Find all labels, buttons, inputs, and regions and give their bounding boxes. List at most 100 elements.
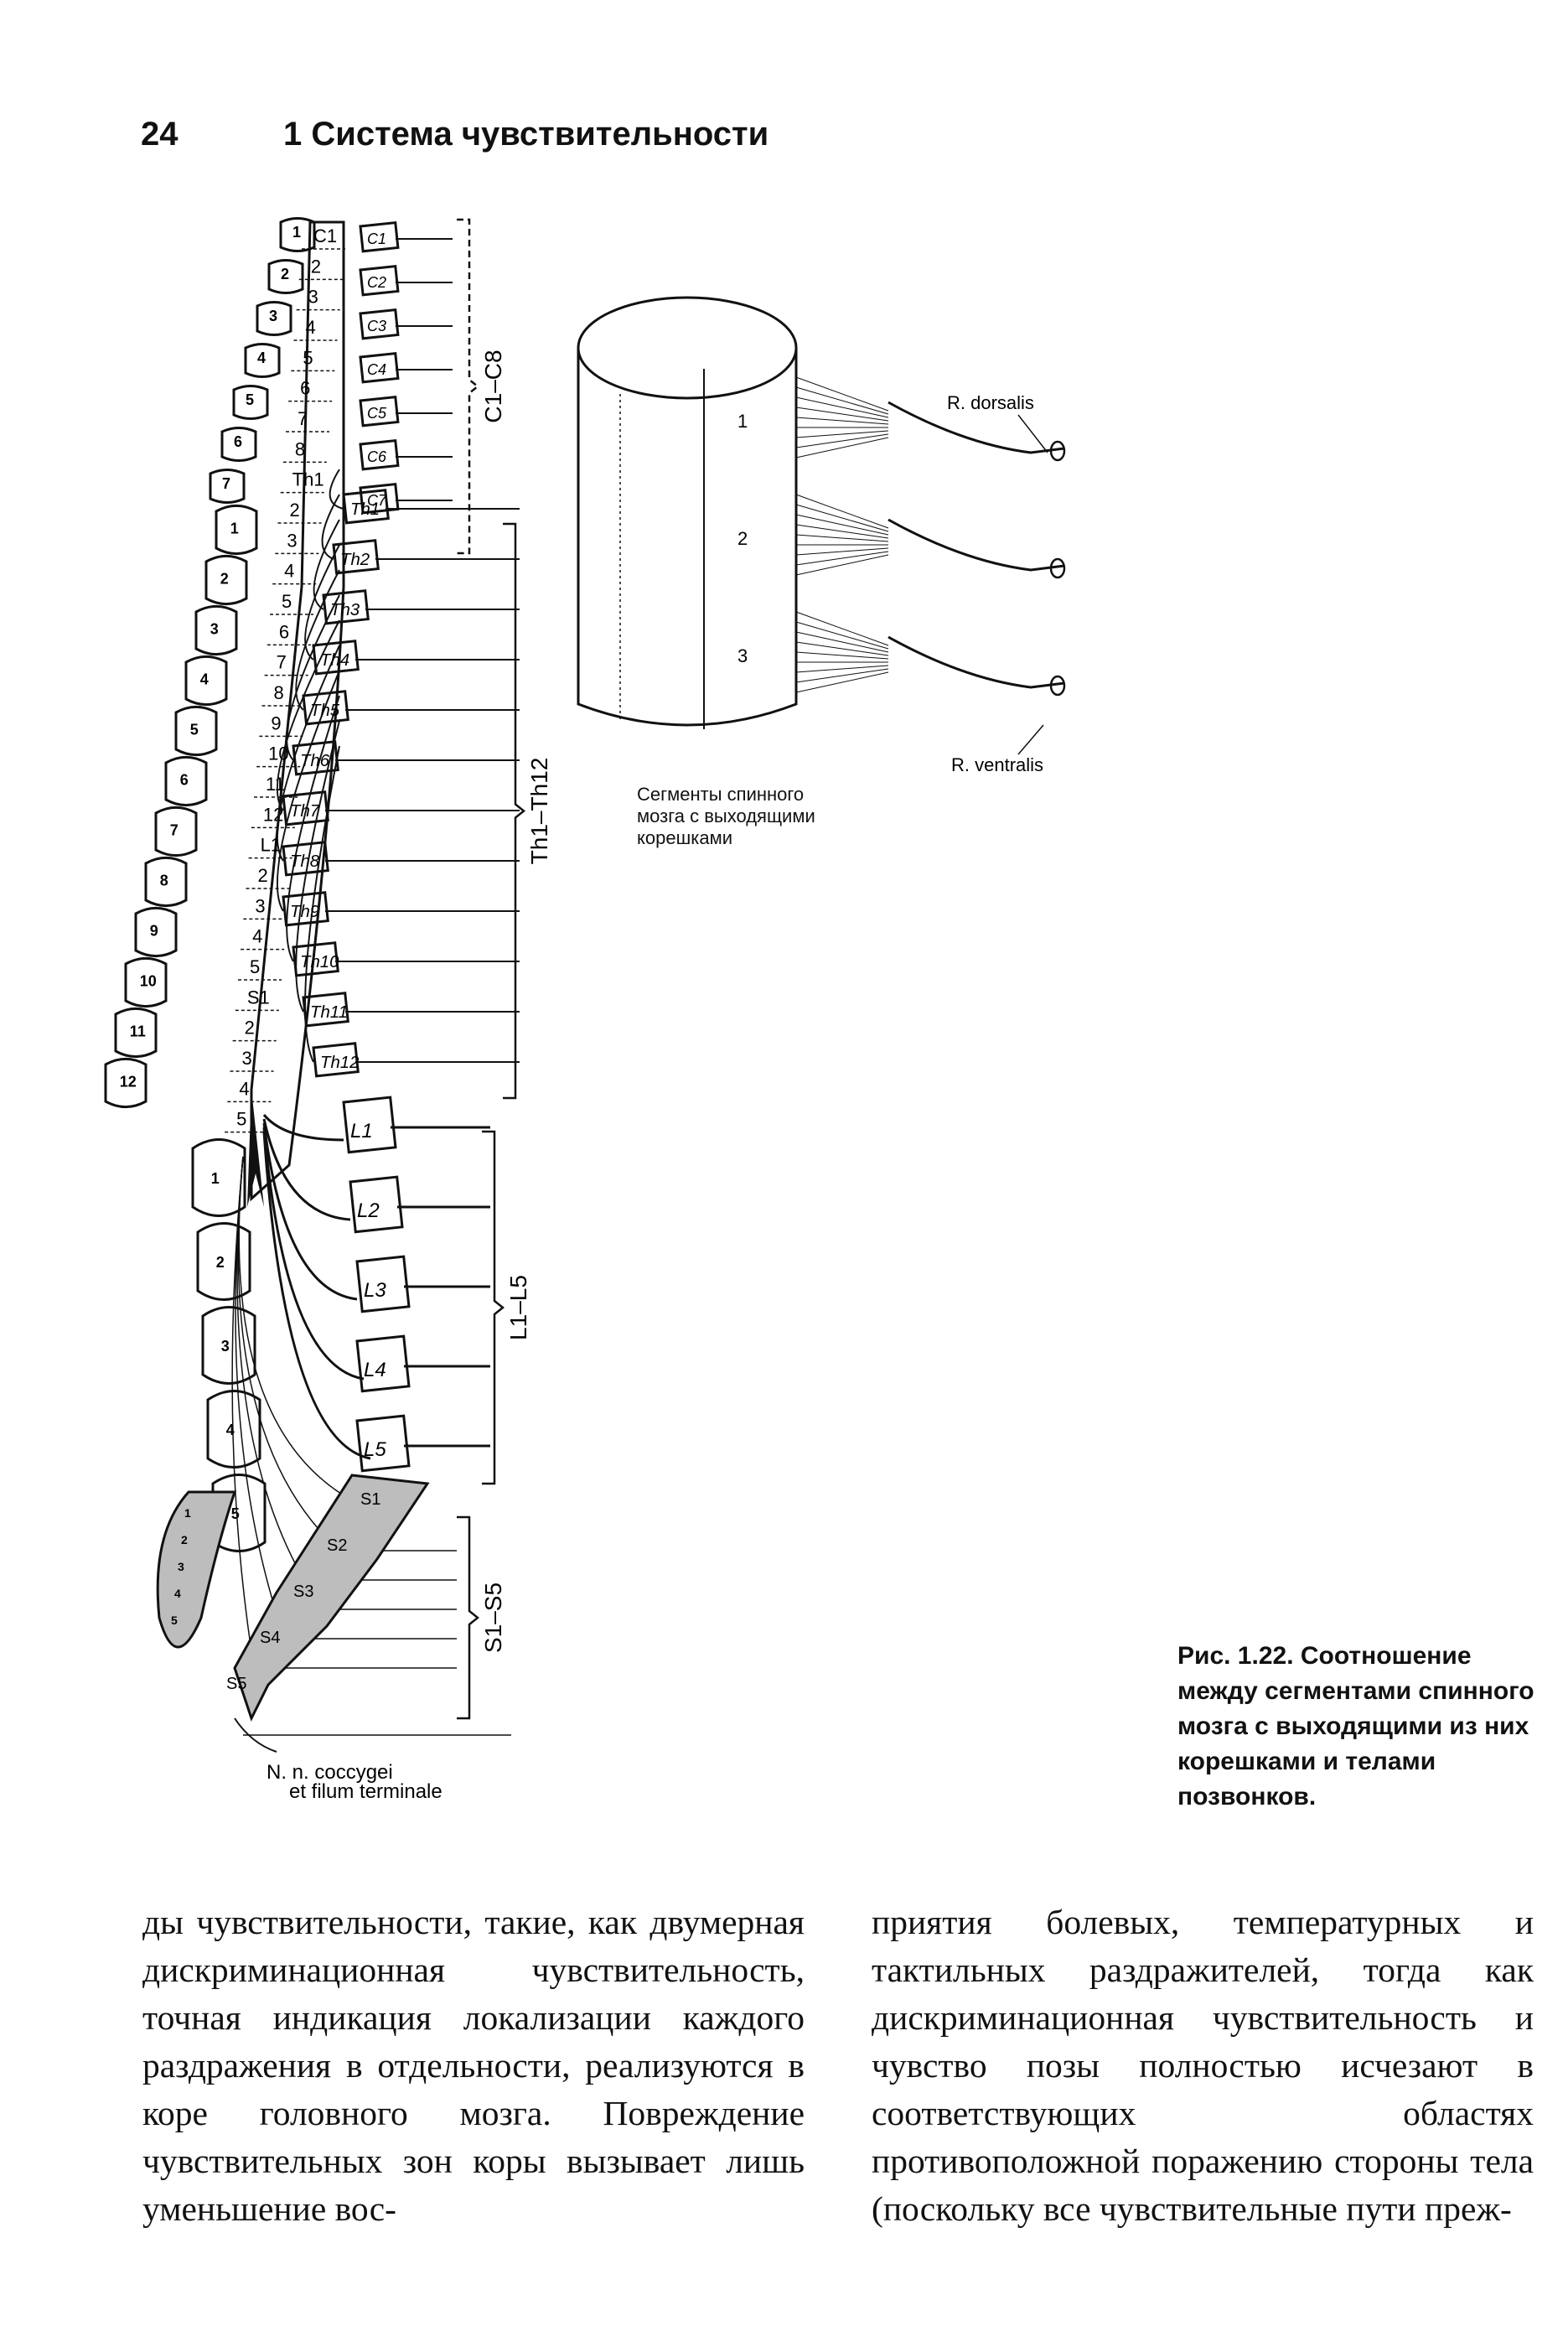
coccygeal-label: N. n. coccygei bbox=[267, 1761, 393, 1784]
cord-segment-label: 11 bbox=[266, 774, 285, 795]
vertebra-body bbox=[114, 1007, 158, 1059]
vertebra-body bbox=[134, 906, 178, 958]
root-curve bbox=[321, 494, 340, 560]
vertebra-label: 6 bbox=[180, 771, 189, 788]
segment-box bbox=[312, 640, 360, 676]
vertebra-body bbox=[206, 1390, 261, 1469]
cord-segment-label: 2 bbox=[258, 865, 268, 886]
cord-segment-label: 4 bbox=[306, 317, 316, 338]
cord-segment-label: 6 bbox=[279, 621, 289, 642]
cord-cylinder bbox=[577, 348, 798, 727]
nerve-roots bbox=[231, 238, 520, 1753]
rootlet bbox=[795, 396, 889, 418]
root-curve bbox=[262, 1114, 344, 1142]
root-curve bbox=[262, 1118, 351, 1221]
coccygeal-label-2: et filum terminale bbox=[289, 1780, 442, 1803]
segment-box bbox=[359, 438, 400, 471]
rootlet bbox=[795, 611, 889, 646]
cord-segment-label: 9 bbox=[271, 712, 281, 733]
segment-box bbox=[282, 790, 329, 826]
inset-segment-number: 2 bbox=[737, 528, 748, 549]
root-curve bbox=[231, 1156, 252, 1652]
rootlet bbox=[795, 651, 889, 660]
segment-box bbox=[349, 1175, 404, 1234]
vertebra-label: 3 bbox=[210, 620, 219, 637]
segment-label: C7 bbox=[367, 492, 387, 509]
vertebra-label: 8 bbox=[160, 872, 168, 888]
vertebra-body bbox=[194, 604, 238, 656]
vertebra-body bbox=[267, 259, 304, 294]
segment-label: Th1 bbox=[350, 500, 380, 519]
vertebra-body bbox=[215, 504, 258, 556]
sacral-segment-mass bbox=[233, 1474, 430, 1722]
sacral-vertebra-label: 2 bbox=[181, 1533, 188, 1546]
segment-box bbox=[359, 220, 400, 253]
cord-segment-label: C1 bbox=[313, 225, 337, 246]
root-curve bbox=[276, 670, 340, 912]
root-curve bbox=[276, 645, 340, 862]
sacral-segment-label: S3 bbox=[293, 1583, 313, 1601]
vertebra-label: 5 bbox=[246, 391, 254, 408]
rootlet bbox=[795, 668, 889, 683]
cord-segment-label: 7 bbox=[298, 408, 308, 429]
segment-label: Th2 bbox=[340, 551, 370, 569]
cord-segment-label: 4 bbox=[284, 561, 294, 582]
nerve-cut-end bbox=[1049, 557, 1066, 579]
segment-label: Th7 bbox=[290, 802, 320, 821]
segment-label: C1 bbox=[367, 231, 386, 247]
vertebra-label: 10 bbox=[140, 972, 157, 989]
cord-segment-label: 5 bbox=[282, 591, 292, 612]
rootlet bbox=[795, 641, 889, 656]
cord-segment-label: 2 bbox=[290, 500, 300, 521]
segment-boxes: C1C2C3C4C5C6C7Th1Th2Th3Th4Th5Th6Th7Th8Th… bbox=[226, 220, 430, 1722]
vertebra-label: 2 bbox=[216, 1254, 225, 1271]
segment-box bbox=[355, 1255, 411, 1313]
spinal-nerve bbox=[887, 635, 1065, 689]
cord-segment-label: 4 bbox=[239, 1078, 249, 1099]
vertebra-label: 5 bbox=[190, 721, 199, 738]
inset-segment-number: 1 bbox=[737, 411, 748, 432]
rootlet bbox=[795, 376, 889, 412]
segment-box bbox=[359, 395, 400, 427]
segment-box bbox=[355, 1414, 411, 1473]
vertebra-body bbox=[154, 806, 198, 857]
vertebra-body bbox=[256, 301, 292, 336]
spinal-nerve bbox=[887, 401, 1065, 454]
cord-segment-label: 3 bbox=[255, 895, 265, 916]
nerve-cut-end bbox=[1049, 675, 1066, 697]
region-bracket bbox=[482, 1130, 505, 1485]
segment-label: Th4 bbox=[320, 651, 349, 670]
sacral-vertebra-label: 1 bbox=[184, 1506, 191, 1520]
segment-box bbox=[292, 740, 339, 776]
segment-box bbox=[282, 841, 329, 877]
vertebra-body bbox=[184, 655, 228, 707]
segment-label: L2 bbox=[357, 1199, 380, 1222]
segment-box bbox=[359, 308, 400, 340]
root-curve bbox=[276, 619, 340, 811]
rootlet bbox=[795, 534, 889, 542]
vertebra-label: 1 bbox=[230, 520, 239, 536]
root-curve bbox=[262, 1122, 358, 1301]
rootlet bbox=[795, 437, 889, 458]
vertebra-body bbox=[164, 755, 208, 807]
segment-box bbox=[282, 891, 329, 927]
region-bracket bbox=[503, 522, 526, 1100]
vertebra-label: 4 bbox=[200, 671, 209, 687]
segment-label: Th6 bbox=[300, 752, 330, 770]
leader-line bbox=[1017, 414, 1048, 453]
rootlet bbox=[795, 494, 889, 529]
root-curve bbox=[295, 720, 340, 1013]
cord-segment-label: 8 bbox=[295, 438, 305, 459]
vertebra-label: 2 bbox=[281, 266, 289, 282]
sacral-vertebra-label: 5 bbox=[171, 1614, 178, 1627]
cord-segment-label: 3 bbox=[287, 530, 297, 551]
rootlet bbox=[795, 430, 889, 438]
vertebra-body bbox=[209, 469, 246, 504]
rootlet bbox=[795, 665, 889, 673]
nerve-cut-end bbox=[1049, 440, 1066, 462]
root-curve bbox=[329, 469, 344, 510]
vertebra-body bbox=[204, 554, 248, 606]
